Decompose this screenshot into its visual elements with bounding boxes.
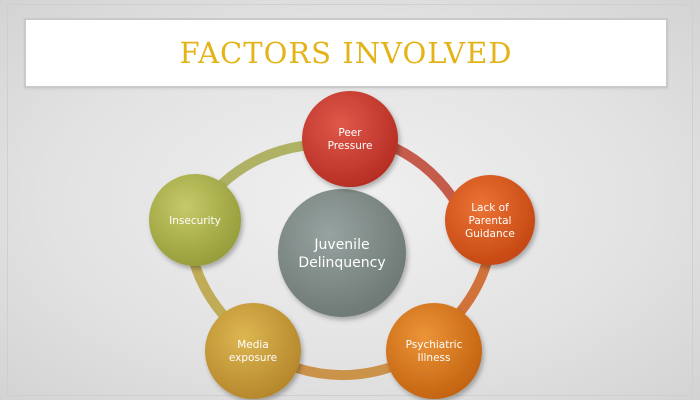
node-label-line-1: Psychiatric xyxy=(406,339,463,351)
ring-arc-insec-to-peer xyxy=(217,141,307,189)
title-box: FACTORS INVOLVED xyxy=(24,18,668,88)
node-circle xyxy=(445,175,535,265)
node-lack-of-parental-guidance: Lack of Parental Guidance xyxy=(445,175,535,265)
node-peer-pressure: Peer Pressure xyxy=(302,91,398,187)
node-circle xyxy=(149,174,241,266)
center-label-line-1: Juvenile xyxy=(313,237,369,253)
ring-arc-lack-to-psych xyxy=(450,257,492,323)
node-circle xyxy=(386,303,482,399)
slide-frame xyxy=(7,4,693,396)
node-label-line-2: Parental xyxy=(469,215,512,227)
ring-arc-media-to-insec xyxy=(189,257,231,323)
node-circle xyxy=(205,303,301,399)
center-circle xyxy=(278,189,406,317)
node-circle xyxy=(302,91,398,187)
ring-arc-peer-to-lack xyxy=(390,143,463,211)
node-label-line-1: Media xyxy=(237,339,269,351)
node-label-line-1: Peer xyxy=(338,127,362,139)
node-label-line-2: Illness xyxy=(418,352,451,364)
node-insecurity: Insecurity xyxy=(149,174,241,266)
center-label-line-2: Delinquency xyxy=(298,255,385,271)
node-label-line-2: exposure xyxy=(229,352,277,364)
node-psychiatric-illness: Psychiatric Illness xyxy=(386,303,482,399)
node-label-line-1: Lack of xyxy=(471,202,509,214)
slide-title: FACTORS INVOLVED xyxy=(179,36,513,70)
ring-arc-psych-to-media xyxy=(292,363,393,381)
node-label-line-1: Insecurity xyxy=(169,215,221,227)
node-media-exposure: Media exposure xyxy=(205,303,301,399)
center-node: Juvenile Delinquency xyxy=(278,189,406,317)
node-label-line-2: Pressure xyxy=(328,140,373,152)
node-label-line-3: Guidance xyxy=(465,228,515,240)
